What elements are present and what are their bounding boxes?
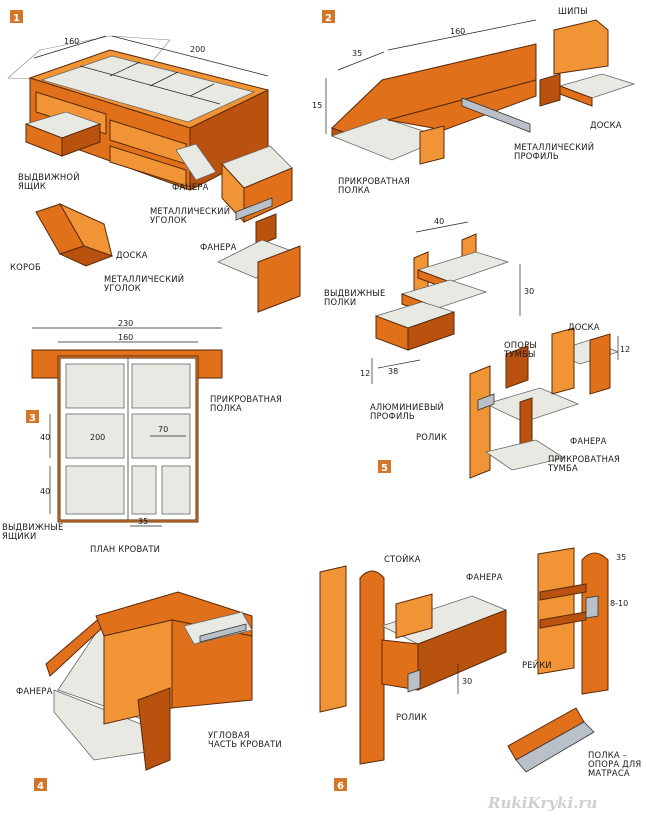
p6-label-post: СТОЙКА xyxy=(384,553,421,564)
panel-2-number: 2 xyxy=(325,13,332,24)
panel-5-number: 5 xyxy=(381,463,388,474)
p6-dim-8-10: 8-10 xyxy=(610,599,628,608)
p5-dim-38: 38 xyxy=(388,367,398,376)
p1-label-board: ДОСКА xyxy=(116,250,148,260)
p3-dim-35: 35 xyxy=(138,517,148,526)
p1-label-plywood: ФАНЕРА xyxy=(172,182,209,192)
p5-label-aluminium-profile-line: ПРОФИЛЬ xyxy=(370,411,415,421)
panel-5-badge xyxy=(378,460,391,473)
p3-label-bedside-shelf-line: ПОЛКА xyxy=(210,403,242,413)
p1-dim-width: 160 xyxy=(64,37,79,46)
panel-1-badge xyxy=(10,10,23,23)
p3-dim-70: 70 xyxy=(158,425,168,434)
panel-2-badge xyxy=(322,10,335,23)
panel-6-badge xyxy=(334,778,347,791)
panel-3-badge xyxy=(26,410,39,423)
p6-label-mattress-shelf-line: МАТРАСА xyxy=(588,768,630,778)
p4-label-corner-line: ЧАСТЬ КРОВАТИ xyxy=(208,739,282,749)
p3-label-drawers-line: ЯЩИКИ xyxy=(2,531,36,541)
p6-dim-30: 30 xyxy=(462,677,472,686)
p5-label-nightstand-line: ТУМБА xyxy=(547,463,578,473)
p4-label-plywood: ФАНЕРА xyxy=(16,686,53,696)
p2-label-bedside-shelf-line: ПОЛКА xyxy=(338,185,370,195)
p3-dim-40a: 40 xyxy=(40,433,50,442)
p1-dim-length: 200 xyxy=(190,45,205,54)
p2-label-metal-profile-line: ПРОФИЛЬ xyxy=(514,151,559,161)
p5-label-board: ДОСКА xyxy=(568,322,600,332)
panel-1: 1 160 200 xyxy=(7,10,301,313)
p5-dim-30: 30 xyxy=(524,287,534,296)
p2-dim-35: 35 xyxy=(352,49,362,58)
p5-label-roller: РОЛИК xyxy=(416,432,447,442)
p5-dim-12a: 12 xyxy=(360,369,370,378)
p3-dim-40b: 40 xyxy=(40,487,50,496)
p2-dim-160: 160 xyxy=(450,27,465,36)
p6-label-mattress-shelf-line: ОПОРА ДЛЯ xyxy=(588,759,641,769)
p5-dim-40: 40 xyxy=(434,217,444,226)
panel-4-badge xyxy=(34,778,47,791)
panel-1-number: 1 xyxy=(13,13,20,24)
panel-4-number: 4 xyxy=(37,781,44,792)
p6-dim-35: 35 xyxy=(616,553,626,562)
p1-label-drawer-line: ЯЩИК xyxy=(18,181,46,191)
p5-label-plywood: ФАНЕРА xyxy=(570,436,607,446)
p5-label-pullout-shelves-line: ПОЛКИ xyxy=(324,297,356,307)
p1-label-plywood2: ФАНЕРА xyxy=(200,242,237,252)
p6-label-slats: РЕЙКИ xyxy=(522,659,552,670)
p5-label-nightstand-supports-line: ТУМБЫ xyxy=(503,349,536,359)
p3-dim-200: 200 xyxy=(90,433,105,442)
p3-label-plan: ПЛАН КРОВАТИ xyxy=(90,544,160,554)
p1-label-metal-corner-line: УГОЛОК xyxy=(150,215,187,225)
p5-dim-12b: 12 xyxy=(620,345,630,354)
panel-6-number: 6 xyxy=(337,781,344,792)
p6-label-roller: РОЛИК xyxy=(396,712,427,722)
panel-6: 6 30 35 8-10 СТОЙКА ФАНЕРА РЕЙКИ РОЛИК П… xyxy=(319,547,641,792)
p3-dim-160: 160 xyxy=(118,333,133,342)
p3-dim-230: 230 xyxy=(118,319,133,328)
p1-label-box: КОРОБ xyxy=(10,262,41,272)
p2-label-tenons: ШИПЫ xyxy=(558,6,588,16)
p2-dim-15: 15 xyxy=(312,101,322,110)
p1-label-metal-corner2-line: УГОЛОК xyxy=(104,283,141,293)
panel-3-number: 3 xyxy=(29,413,36,424)
p6-label-plywood: ФАНЕРА xyxy=(466,572,503,582)
watermark: RukiKryki.ru xyxy=(487,794,597,812)
p2-label-board: ДОСКА xyxy=(590,120,622,130)
